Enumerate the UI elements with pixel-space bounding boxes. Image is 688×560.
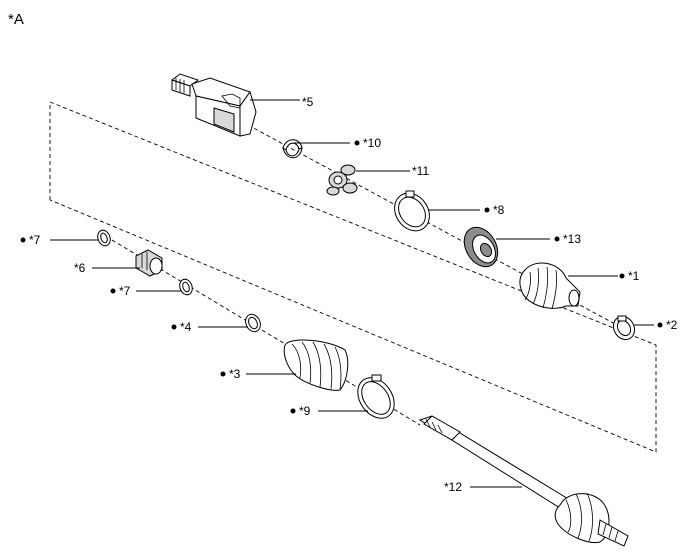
- callout-5: *5: [302, 95, 314, 109]
- callout-11: *11: [412, 164, 429, 178]
- outboard-joint-housing: [170, 73, 257, 137]
- drive-shaft: [418, 415, 629, 547]
- callout-10: *10: [363, 136, 381, 150]
- leader-lines: [50, 99, 654, 488]
- snap-ring: [282, 139, 303, 159]
- dust-cover: [463, 226, 499, 268]
- boot-clamp-outboard: [612, 315, 636, 341]
- inboard-boot: [283, 339, 349, 391]
- clip-upper: [97, 229, 111, 247]
- bullet-icon: [220, 371, 226, 377]
- boot-clamp-upper: [394, 190, 430, 232]
- callout-7-lower: *7: [119, 284, 131, 298]
- view-label: *A: [8, 11, 24, 28]
- callout-4: *4: [180, 320, 192, 334]
- bullet-icon: [554, 236, 560, 242]
- clip-lower: [179, 278, 193, 296]
- tripod-joint: [326, 164, 358, 196]
- bullet-icon: [657, 322, 663, 328]
- callouts: *5 *10 *11 *8 *13 *7 *6 *7 *1 *2 *4 *3 *…: [20, 95, 678, 494]
- callout-1: *1: [628, 269, 640, 283]
- bullet-icon: [619, 273, 625, 279]
- dynamic-damper: [135, 249, 163, 277]
- callout-7-upper: *7: [29, 233, 41, 247]
- callout-12: *12: [444, 480, 462, 494]
- bullet-icon: [20, 237, 26, 243]
- bullet-icon: [110, 288, 116, 294]
- callout-13: *13: [563, 232, 581, 246]
- lower-assembly-axis: [111, 239, 421, 426]
- bullet-icon: [290, 408, 296, 414]
- callout-9: *9: [299, 404, 311, 418]
- dashed-group-frame: [49, 101, 657, 453]
- callout-8: *8: [493, 203, 505, 217]
- callout-2: *2: [666, 318, 678, 332]
- bullet-icon: [354, 140, 360, 146]
- bullet-icon: [484, 207, 490, 213]
- boot-clamp-large: [357, 374, 395, 419]
- outboard-boot: [519, 262, 581, 310]
- callout-3: *3: [229, 367, 241, 381]
- boot-clamp-inboard: [245, 313, 261, 333]
- callout-6: *6: [74, 261, 86, 275]
- bullet-icon: [171, 324, 177, 330]
